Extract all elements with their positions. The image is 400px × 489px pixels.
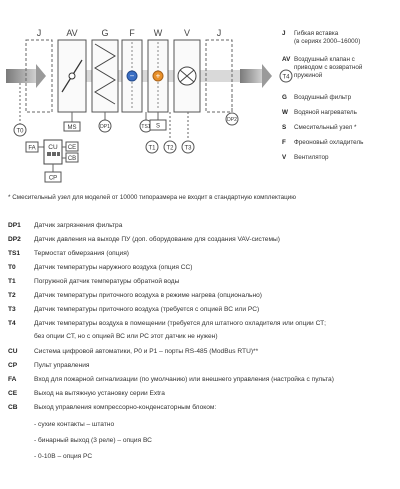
sensor-t2: T2: [163, 112, 177, 154]
box-cb: CB: [68, 156, 76, 162]
cb-option-binary-output: - бинарный выход (3 реле) – опция ВС: [34, 437, 152, 444]
cb-option-dry-contacts: - сухие контакты – штатно: [34, 421, 115, 428]
svg-text:MS: MS: [68, 125, 77, 131]
box-ms: MS: [63, 112, 81, 132]
svg-text:T1: T1: [148, 146, 156, 152]
svg-text:+: +: [156, 72, 161, 81]
box-cp: CP: [49, 176, 57, 182]
sensor-t1: T1: [145, 140, 159, 154]
svg-text:DP1: DP1: [100, 124, 110, 130]
section-label-w: W: [154, 28, 163, 38]
control-cluster: FA CU CE CB CP: [25, 139, 79, 183]
svg-text:T3: T3: [184, 146, 192, 152]
svg-text:DP2: DP2: [227, 117, 237, 123]
section-v-fan: V: [173, 28, 201, 113]
airflow-arrow-out: [240, 64, 272, 88]
svg-text:−: −: [130, 72, 135, 81]
svg-text:TS1: TS1: [141, 124, 150, 130]
section-g-filter: G: [91, 28, 119, 113]
section-label-j-left: J: [37, 28, 42, 38]
svg-text:T2: T2: [166, 146, 174, 152]
box-fa: FA: [28, 146, 35, 152]
sensor-t4: T4: [279, 69, 293, 83]
svg-text:S: S: [156, 124, 160, 130]
sensor-t3: T3: [181, 112, 195, 154]
abbr-t4-continued: без опции СТ, но с опцией ВС или РС этот…: [34, 333, 218, 340]
footnote: * Смесительный узел для моделей от 10000…: [8, 194, 296, 201]
box-s: S: [149, 112, 167, 131]
section-label-v: V: [184, 28, 190, 38]
section-j-right: J: [205, 28, 233, 113]
svg-text:T4: T4: [282, 75, 290, 81]
sensor-dp2: DP2: [225, 96, 239, 126]
box-cu: CU: [48, 144, 58, 151]
svg-text:T0: T0: [16, 129, 24, 135]
section-av-damper: AV: [57, 28, 87, 113]
section-label-j-right: J: [217, 28, 222, 38]
box-ce: CE: [68, 145, 76, 151]
section-label-f: F: [129, 28, 135, 38]
sensor-t0: T0: [13, 83, 27, 137]
section-label-g: G: [101, 28, 108, 38]
sensor-dp1: DP1: [98, 112, 112, 133]
airflow-arrow-in: [6, 64, 46, 88]
section-w-heater: + W: [147, 28, 169, 113]
section-label-av: AV: [66, 28, 77, 38]
cb-option-0-10v: - 0-10В – опция РС: [34, 453, 93, 460]
section-j-left: J: [25, 28, 53, 113]
section-f-cooler: − F: [121, 28, 143, 113]
